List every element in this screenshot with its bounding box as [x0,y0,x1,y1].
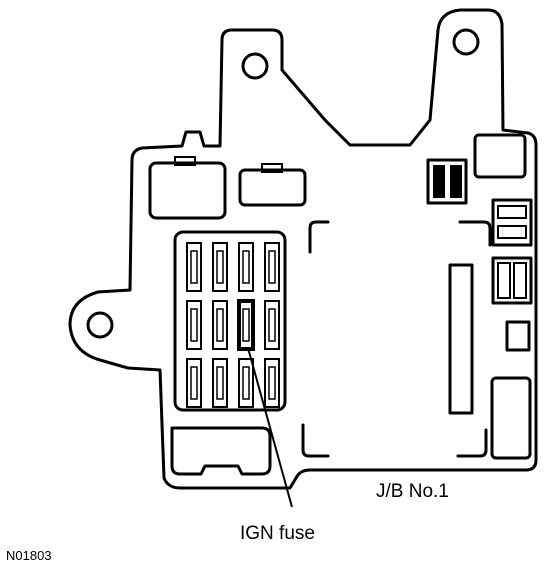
mount-hole-left [86,311,114,339]
hook-lower-right [456,428,488,458]
fuse-element [216,308,224,342]
fuse-grid [186,242,280,408]
relay-upper-left [426,158,468,205]
fuse-slot [264,242,280,292]
ign-fuse [237,299,255,351]
relay-upper-left-inner-2 [450,165,462,198]
relay-lower-right [490,376,532,460]
fuse-element [190,250,198,284]
relay-middle-lower-slot-2 [513,262,527,299]
fuse-slot [186,242,202,292]
relay-middle-upper [491,198,533,247]
fuse-element [190,308,198,342]
fuse-slot [212,358,228,408]
hook-lower-left [301,423,330,458]
fuse-element [190,366,198,400]
fuse-element [268,250,276,284]
connector-top-left [148,161,227,220]
relay-upper-left-inner [433,165,445,198]
connector-bottom [170,426,272,476]
connector-long-vertical [448,263,474,415]
figure-code-label: N01803 [6,548,52,563]
hook-upper-right [458,220,492,247]
fuse-element [268,308,276,342]
fuse-element [242,250,250,284]
fuse-element [268,366,276,400]
fuse-slot [264,300,280,350]
hook-upper-left [308,220,330,254]
fuse-element [216,250,224,284]
mount-hole-top-left [241,52,269,80]
box-outline [68,8,538,490]
box-name-label: J/B No.1 [376,481,449,502]
fuse-element [216,366,224,400]
fuse-block [173,230,287,412]
relay-middle-lower-slot [497,262,511,299]
fuse-slot [186,358,202,408]
relay-middle-lower [491,256,533,305]
connector-top-left-notch [174,156,196,166]
relay-upper-right [473,133,527,179]
mount-hole-top-right [452,28,480,56]
fuse-element [242,366,250,400]
fuse-slot [238,242,254,292]
relay-middle-upper-slot [497,205,527,219]
fuse-element [242,308,250,342]
connector-top-middle-notch [261,163,283,173]
fuse-slot [186,300,202,350]
fuse-slot [212,242,228,292]
fuse-slot [212,300,228,350]
fuse-slot [238,358,254,408]
ign-fuse-label: IGN fuse [240,523,315,544]
ign-fuse-leader-line [247,347,293,508]
fuse-slot [264,358,280,408]
relay-small [505,320,531,352]
connector-top-middle [238,168,307,207]
relay-middle-upper-slot-2 [497,225,527,239]
